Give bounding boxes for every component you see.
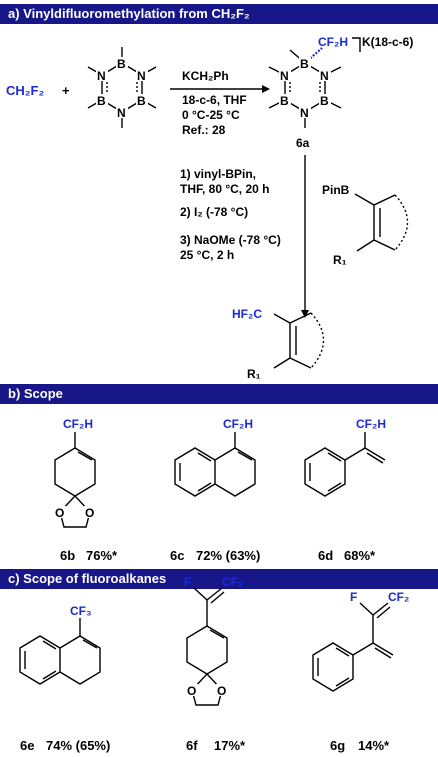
svg-text:O: O xyxy=(217,684,226,698)
label-6c: 6c xyxy=(170,548,184,563)
svg-text:HF₂C: HF₂C xyxy=(232,307,262,321)
condition-solvent: 18-c-6, THF xyxy=(182,93,247,107)
step2-temperature: 25 °C, 2 h xyxy=(180,248,234,262)
compound-6g xyxy=(312,602,394,692)
svg-text:N: N xyxy=(97,69,106,83)
condition-temperature: 0 °C-25 °C xyxy=(182,108,240,122)
svg-text:PinB: PinB xyxy=(322,183,350,197)
6g-f: F xyxy=(350,590,357,604)
reagent-kch2ph: KCH₂Ph xyxy=(182,69,229,83)
reaction-arrow-2 xyxy=(301,155,309,318)
6e-cf3: CF₃ xyxy=(70,604,92,618)
compound-6c xyxy=(174,432,256,497)
compound-6d xyxy=(304,432,386,497)
yield-6d: 68%* xyxy=(344,548,376,563)
label-6f: 6f xyxy=(186,738,198,753)
6c-cf2h: CF₂H xyxy=(223,417,253,431)
vinyl-bpin-reagent: PinB R₁ xyxy=(322,183,409,267)
borazine-reagent: B N B N B N xyxy=(87,47,157,128)
svg-text:B: B xyxy=(280,94,289,108)
step2-conditions: THF, 80 °C, 20 h xyxy=(180,182,270,196)
compound-6f: O O xyxy=(186,587,228,706)
reaction-arrow-1 xyxy=(170,85,270,93)
svg-text:B: B xyxy=(300,57,309,71)
step2-naome: 3) NaOMe (-78 °C) xyxy=(180,233,281,247)
svg-text:B: B xyxy=(117,57,126,71)
svg-text:O: O xyxy=(187,684,196,698)
svg-text:O: O xyxy=(85,506,94,520)
label-6d: 6d xyxy=(318,548,333,563)
label-6g: 6g xyxy=(330,738,345,753)
label-6a: 6a xyxy=(296,136,310,150)
step2-vinylbpin: 1) vinyl-BPin, xyxy=(180,167,256,181)
6f-cf2: CF₂ xyxy=(222,575,243,589)
6d-cf2h: CF₂H xyxy=(356,417,386,431)
plus-sign: + xyxy=(62,83,70,98)
reference-label: Ref.: 28 xyxy=(182,123,226,137)
counterion-label: K(18-c-6) xyxy=(362,35,413,49)
intermediate-6a: B N B N B N CF₂H xyxy=(268,35,361,128)
svg-text:R₁: R₁ xyxy=(247,367,261,381)
product-structure: HF₂C R₁ xyxy=(232,307,325,381)
svg-text:B: B xyxy=(97,94,106,108)
section-a-header: a) Vinyldifluoromethylation from CH₂F₂ xyxy=(0,4,438,24)
6g-cf2: CF₂ xyxy=(388,590,409,604)
yield-6c: 72% (63%) xyxy=(196,548,260,563)
svg-text:B: B xyxy=(137,94,146,108)
svg-text:N: N xyxy=(320,69,329,83)
svg-text:N: N xyxy=(300,106,309,120)
section-b-header: b) Scope xyxy=(0,384,438,404)
svg-text:B: B xyxy=(320,94,329,108)
compound-6e xyxy=(19,618,101,685)
yield-6f: 17%* xyxy=(214,738,246,753)
6f-f: F xyxy=(184,575,191,589)
svg-text:N: N xyxy=(117,106,126,120)
svg-text:N: N xyxy=(137,69,146,83)
compound-6b: O O xyxy=(54,432,96,528)
ch2f2-reactant: CH₂F₂ xyxy=(6,83,44,98)
label-6e: 6e xyxy=(20,738,34,753)
svg-text:R₁: R₁ xyxy=(333,253,347,267)
cf2h-group: CF₂H xyxy=(318,35,348,49)
6b-cf2h: CF₂H xyxy=(63,417,93,431)
svg-text:O: O xyxy=(55,506,64,520)
yield-6e: 74% (65%) xyxy=(46,738,110,753)
step2-iodine: 2) I₂ (-78 °C) xyxy=(180,205,248,219)
label-6b: 6b xyxy=(60,548,75,563)
yield-6b: 76%* xyxy=(86,548,118,563)
yield-6g: 14%* xyxy=(358,738,390,753)
section-c-header: c) Scope of fluoroalkanes xyxy=(0,569,438,589)
svg-text:N: N xyxy=(280,69,289,83)
